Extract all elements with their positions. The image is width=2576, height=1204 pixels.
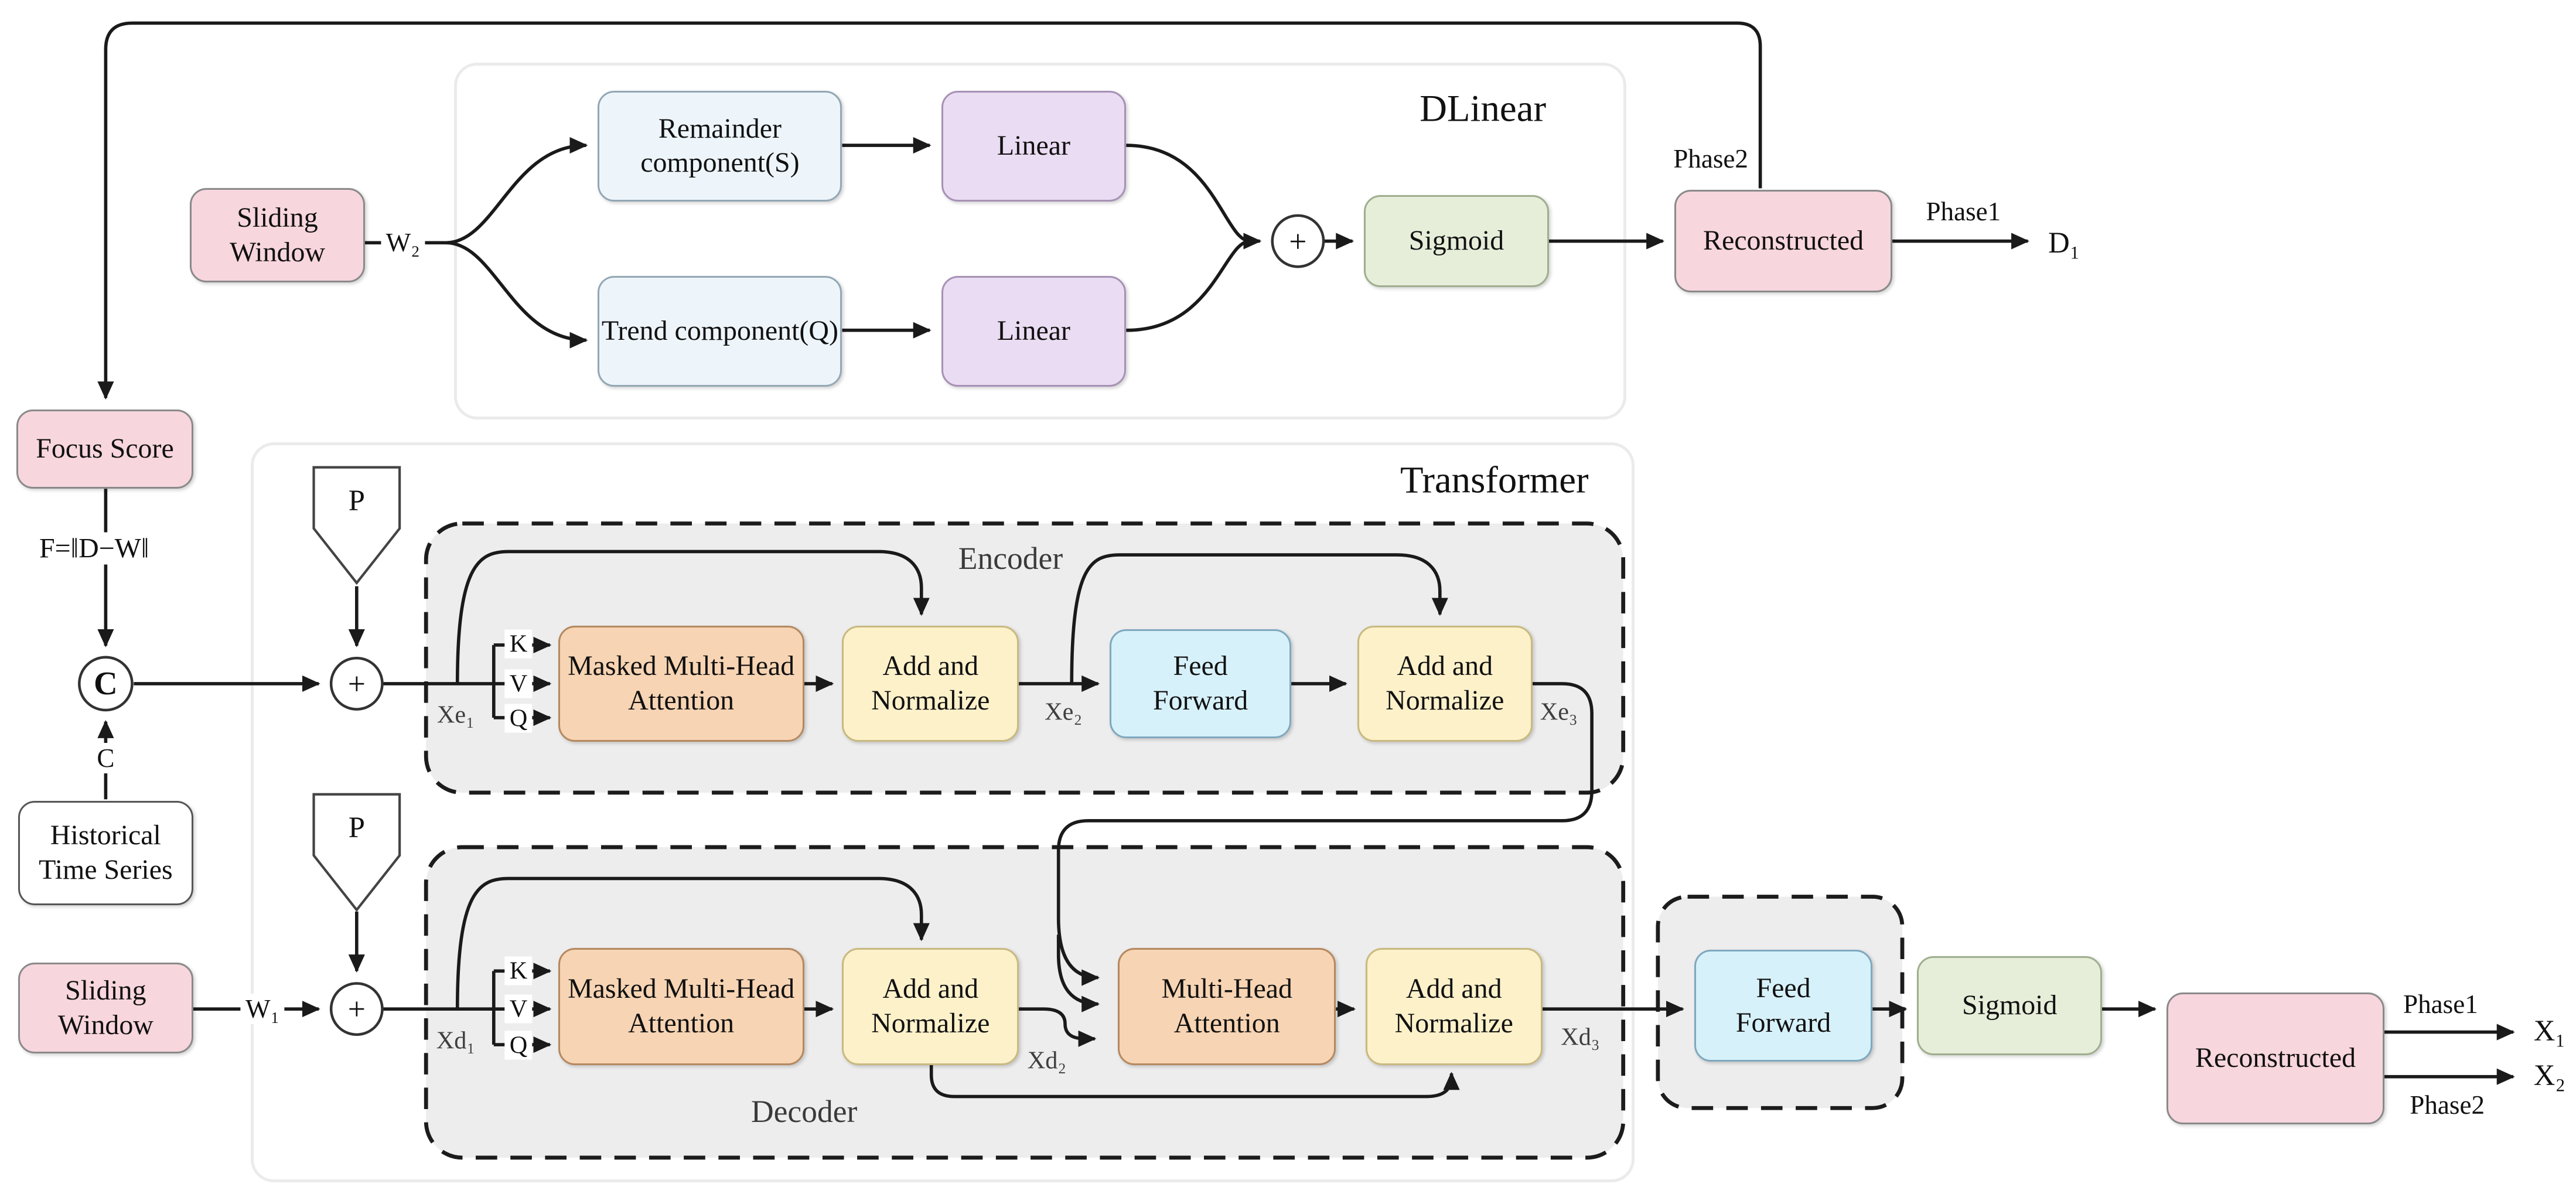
linear-top-box: Linear (941, 91, 1127, 202)
xe2-label: Xe₂ (1045, 698, 1083, 726)
position-pentagon-encoder (312, 466, 401, 585)
reconstructed-dlinear-box: Reconstructed (1674, 190, 1893, 292)
sigmoid-output-box: Sigmoid (1917, 956, 2103, 1056)
v-label-decoder: V (504, 994, 533, 1024)
linear-bottom-box: Linear (941, 275, 1127, 387)
addnorm1-decoder-box: Add and Normalize (842, 947, 1019, 1065)
encoder-label: Encoder (958, 540, 1063, 576)
edge-dec-underskip (929, 1065, 1460, 1099)
sliding-window-top-box: Sliding Window (190, 188, 365, 282)
p-symbol-decoder: P (348, 811, 365, 844)
q-label-decoder: Q (504, 1031, 533, 1060)
edge-xd2 (1019, 1007, 1097, 1047)
decoder-label: Decoder (750, 1093, 858, 1129)
c-edge-label: C (91, 742, 120, 773)
x1-label: X₁ (2533, 1014, 2566, 1047)
addnorm2-encoder-box: Add and Normalize (1357, 626, 1533, 742)
position-pentagon-decoder (312, 793, 401, 912)
edge-enc-skip1 (455, 550, 930, 684)
edge-fork-up (446, 137, 588, 245)
xe1-label: Xe₁ (436, 701, 475, 729)
xe3-label: Xe₃ (1540, 698, 1578, 726)
edge-feedback-top (132, 21, 1762, 189)
masked-mha-decoder-box: Masked Multi-Head Attention (558, 947, 804, 1065)
xd3-label: Xd₃ (1561, 1023, 1600, 1051)
phase2-bottom-label: Phase2 (2410, 1090, 2485, 1120)
edge-enc-out-kv1 (1056, 682, 1594, 986)
phase1-bottom-label: Phase1 (2403, 989, 2478, 1019)
sigmoid-dlinear-box: Sigmoid (1364, 195, 1549, 288)
p-symbol-encoder: P (348, 484, 365, 517)
k-label-encoder: K (504, 629, 533, 659)
edge-dec-skip1 (455, 876, 930, 1009)
plus-circle-dlinear (1271, 214, 1325, 268)
sliding-window-bottom-box: Sliding Window (18, 963, 193, 1054)
edge-merge-up (1126, 144, 1251, 243)
edge-fork-down (446, 241, 588, 349)
concat-symbol: C (94, 665, 118, 702)
remainder-component-box: Remainder component(S) (598, 91, 842, 202)
historical-time-series-box: Historical Time Series (18, 801, 193, 905)
phase1-top-label: Phase1 (1926, 196, 2001, 226)
dlinear-title: DLinear (1420, 87, 1547, 130)
d1-label: D₁ (2048, 226, 2080, 260)
plus-circle-decoder (329, 982, 384, 1036)
edge-enc-skip2 (1070, 553, 1448, 684)
plus-circle-encoder (329, 656, 384, 711)
x2-label: X₂ (2533, 1058, 2566, 1092)
concat-circle (78, 656, 134, 712)
plus-symbol-dlinear: + (1289, 223, 1307, 259)
k-label-decoder: K (504, 956, 533, 985)
transformer-title: Transformer (1400, 459, 1589, 502)
q-label-encoder: Q (504, 704, 533, 733)
mha-decoder-box: Multi-Head Attention (1118, 947, 1336, 1065)
edge-feedback-left (97, 21, 132, 400)
feed-forward-encoder-box: Feed Forward (1110, 629, 1292, 738)
plus-symbol-encoder: + (347, 666, 366, 701)
decoder-dashed-box (424, 845, 1626, 1160)
w2-label: W₂ (381, 227, 425, 258)
xd2-label: Xd₂ (1027, 1046, 1067, 1075)
trend-component-box: Trend component(Q) (598, 275, 842, 387)
edge-merge-down (1126, 239, 1251, 332)
phase2-top-label: Phase2 (1673, 144, 1748, 173)
masked-mha-encoder-box: Masked Multi-Head Attention (558, 626, 804, 742)
edge-enc-out-kv2 (1056, 934, 1100, 1012)
v-label-encoder: V (504, 669, 533, 698)
feed-forward-output-box: Feed Forward (1694, 949, 1873, 1062)
reconstructed-output-box: Reconstructed (2166, 992, 2385, 1125)
focus-score-box: Focus Score (16, 410, 193, 489)
plus-symbol-decoder: + (347, 991, 366, 1027)
xd1-label: Xd₁ (436, 1026, 476, 1055)
addnorm1-encoder-box: Add and Normalize (842, 626, 1019, 742)
w1-label: W₁ (240, 994, 285, 1025)
focus-formula-label: F=‖D−W‖ (34, 532, 154, 565)
addnorm2-decoder-box: Add and Normalize (1365, 947, 1543, 1065)
